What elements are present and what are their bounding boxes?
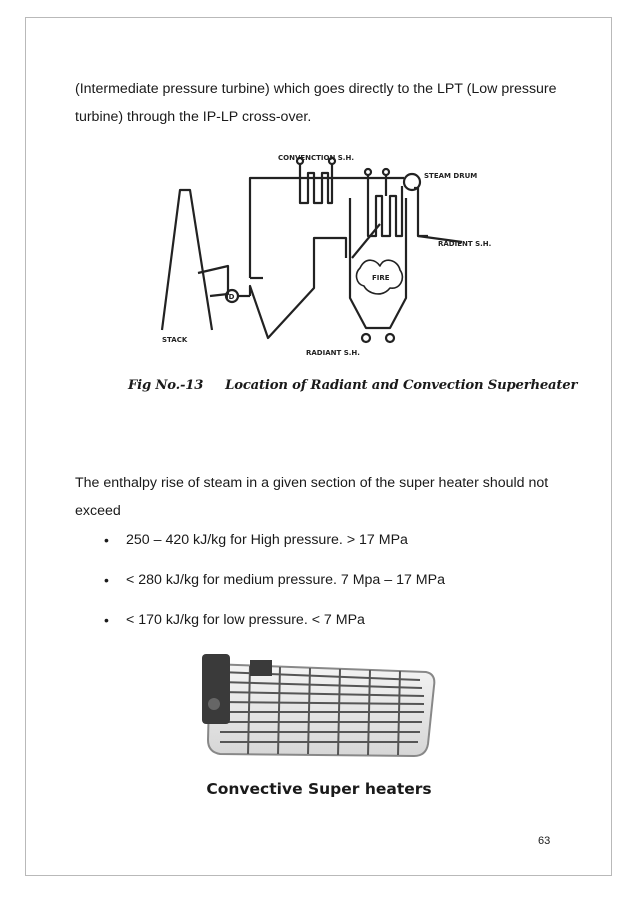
convective-superheater-photo	[190, 642, 442, 772]
steam-drum-label: STEAM DRUM	[424, 172, 477, 180]
convection-sh-label: CONVENCTION S.H.	[278, 154, 354, 162]
list-item-text: < 170 kJ/kg for low pressure. < 7 MPa	[126, 612, 365, 628]
radient-sh-label: RADIENT S.H.	[438, 240, 491, 248]
stack-label: STACK	[162, 336, 188, 344]
id-fan-label: ID	[226, 293, 235, 301]
list-item: • < 280 kJ/kg for medium pressure. 7 Mpa …	[104, 570, 445, 610]
list-item: • < 170 kJ/kg for low pressure. < 7 MPa	[104, 610, 445, 650]
photo-caption: Convective Super heaters	[206, 780, 432, 798]
list-item-text: 250 – 420 kJ/kg for High pressure. > 17 …	[126, 532, 408, 548]
list-item: • 250 – 420 kJ/kg for High pressure. > 17…	[104, 530, 445, 570]
paragraph-enthalpy: The enthalpy rise of steam in a given se…	[75, 475, 549, 519]
bullet-icon: •	[104, 532, 109, 548]
enthalpy-limits-list: • 250 – 420 kJ/kg for High pressure. > 17…	[104, 530, 445, 650]
figure-caption: Fig No.-13 Location of Radiant and Conve…	[128, 378, 578, 393]
page-border	[25, 17, 612, 876]
bullet-icon: •	[104, 612, 109, 628]
list-item-text: < 280 kJ/kg for medium pressure. 7 Mpa –…	[126, 572, 445, 588]
page-number: 63	[538, 835, 551, 847]
fire-label: FIRE	[372, 274, 390, 282]
radiant-sh-label: RADIANT S.H.	[306, 349, 360, 357]
bullet-icon: •	[104, 572, 109, 588]
paragraph-intro: (Intermediate pressure turbine) which go…	[75, 81, 557, 125]
superheater-location-diagram: CONVENCTION S.H. STEAM DRUM RADIENT S.H.…	[160, 154, 491, 357]
